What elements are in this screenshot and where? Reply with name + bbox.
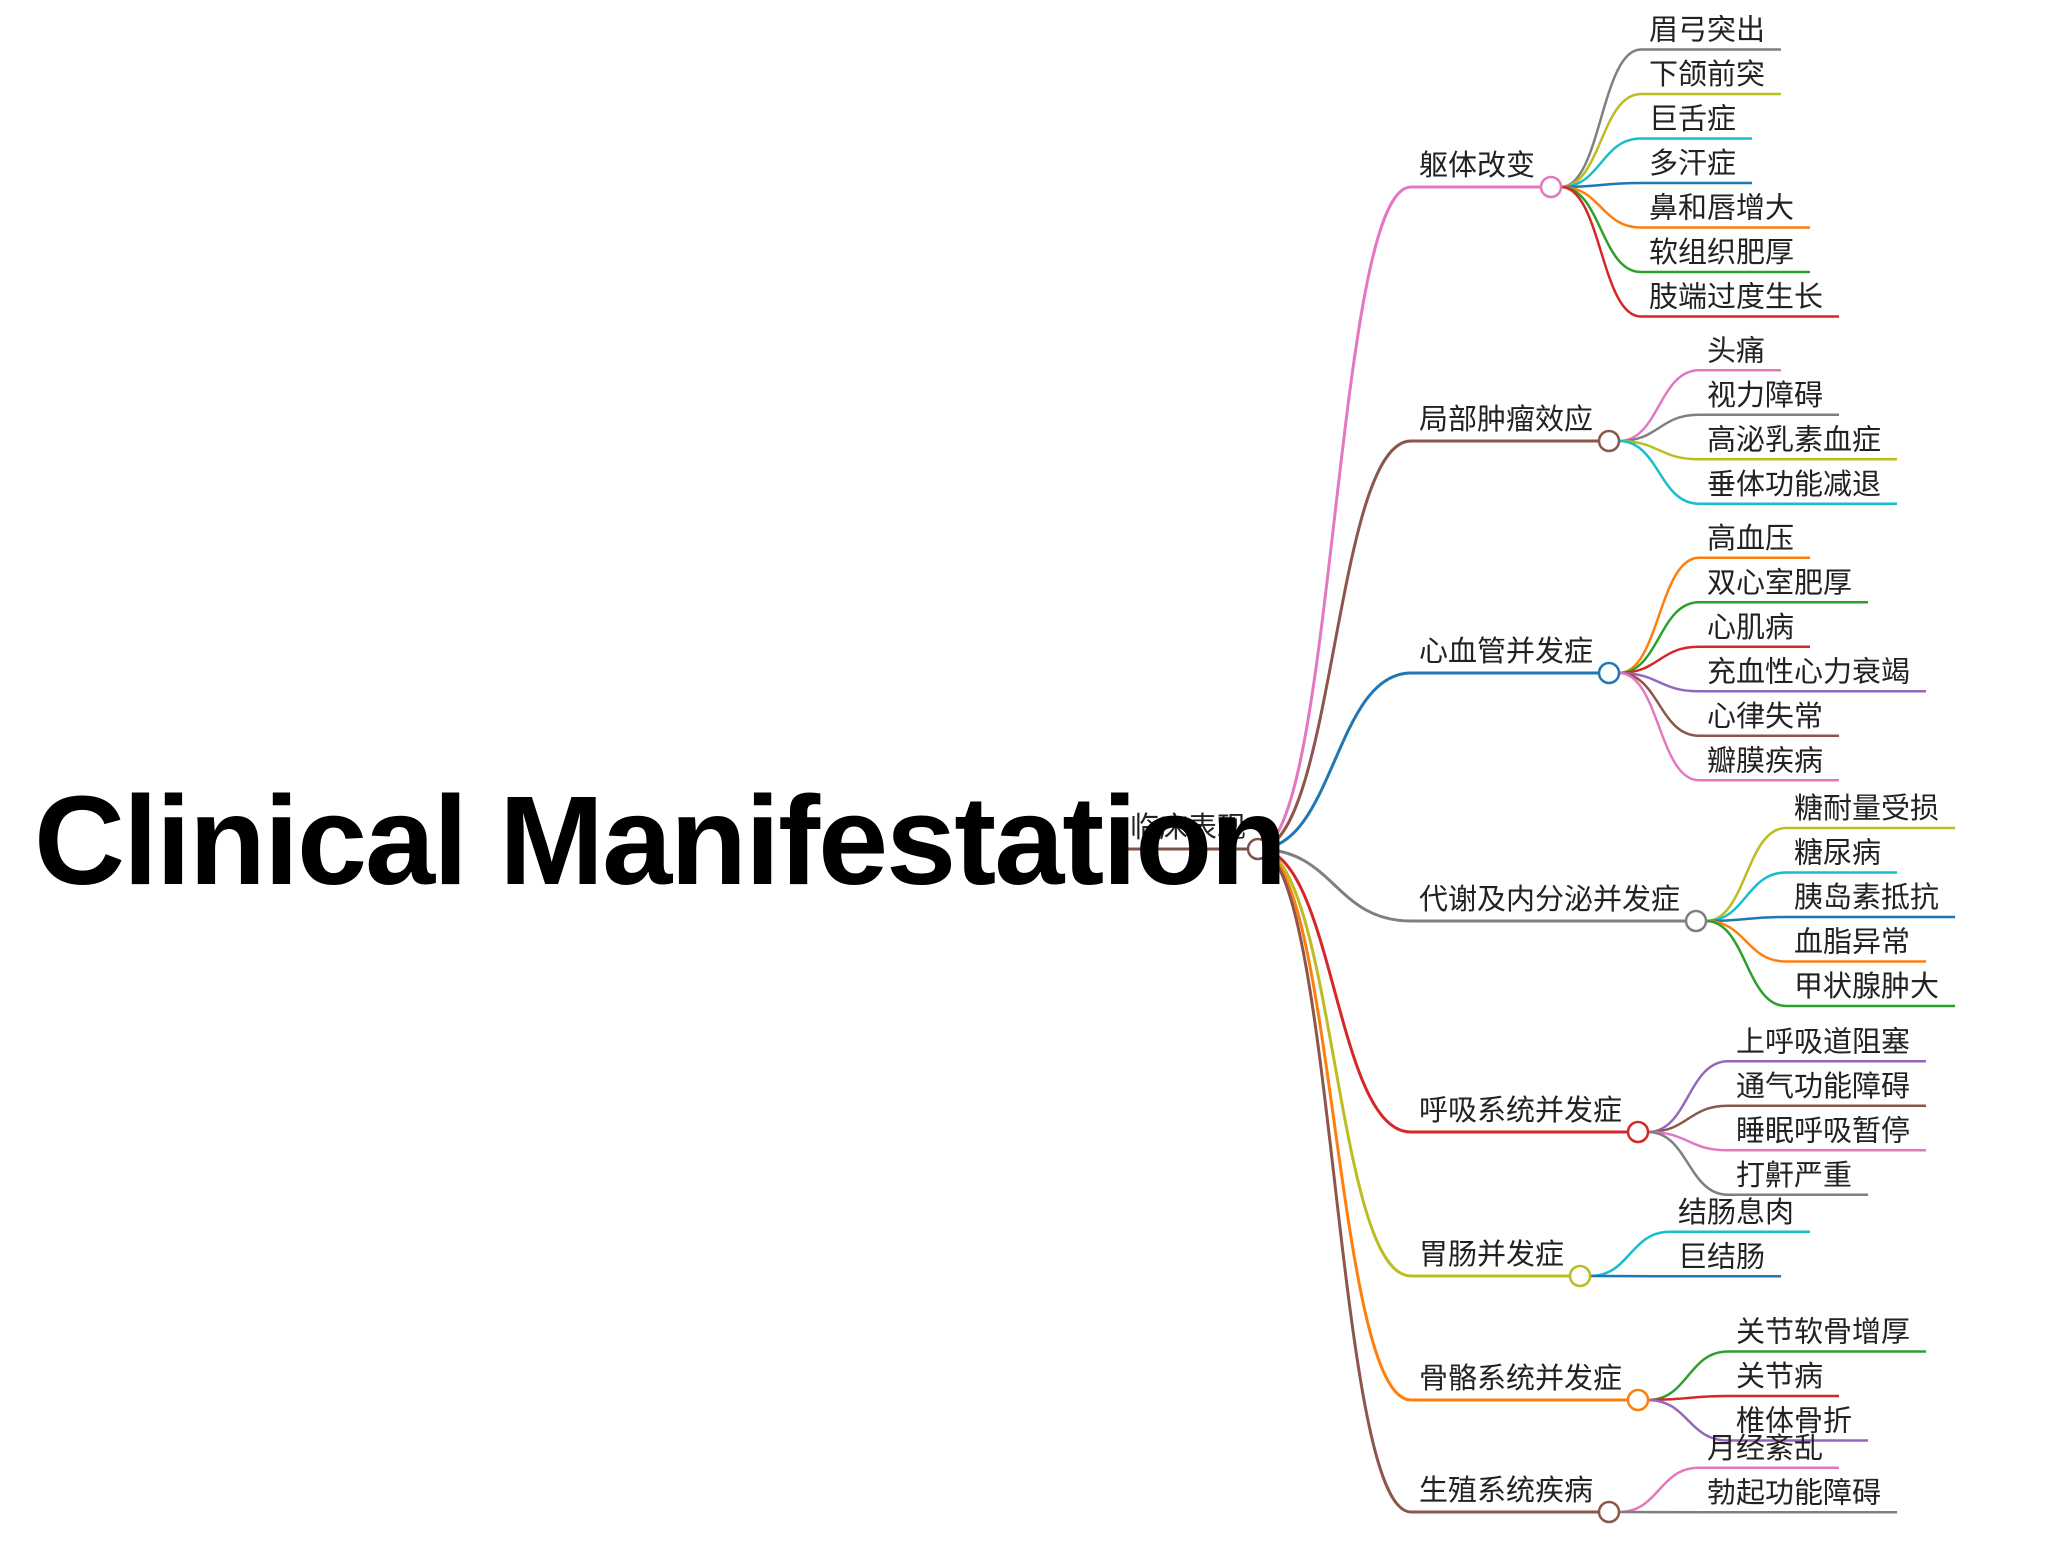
branch-connector xyxy=(1258,849,1411,1400)
branch-node-circle xyxy=(1541,177,1561,197)
branch-node-circle xyxy=(1570,1266,1590,1286)
leaf-node-label: 通气功能障碍 xyxy=(1736,1069,1910,1103)
leaf-node-label: 瓣膜疾病 xyxy=(1707,743,1823,777)
leaf-node-label: 高血压 xyxy=(1707,521,1794,555)
branch-node-label: 心血管并发症 xyxy=(1419,634,1593,668)
leaf-node-label: 鼻和唇增大 xyxy=(1649,191,1794,225)
leaf-node-label: 糖尿病 xyxy=(1794,836,1881,870)
branch-node-label: 呼吸系统并发症 xyxy=(1419,1093,1622,1127)
leaf-node-label: 垂体功能减退 xyxy=(1707,467,1881,501)
leaf-node-label: 结肠息肉 xyxy=(1678,1195,1794,1229)
leaf-node-label: 甲状腺肿大 xyxy=(1794,969,1939,1003)
branch-connector xyxy=(1258,849,1411,1512)
leaf-node-label: 心律失常 xyxy=(1707,699,1823,733)
leaf-connector xyxy=(1619,415,1699,441)
branch-node-label: 胃肠并发症 xyxy=(1419,1237,1564,1271)
leaf-node-label: 充血性心力衰竭 xyxy=(1707,654,1910,688)
leaf-node-label: 视力障碍 xyxy=(1707,378,1823,412)
branch-node-circle xyxy=(1599,1502,1619,1522)
leaf-node-label: 血脂异常 xyxy=(1794,925,1910,959)
branch-node-label: 代谢及内分泌并发症 xyxy=(1419,882,1680,916)
leaf-node-label: 月经紊乱 xyxy=(1707,1431,1823,1465)
leaf-node-label: 糖耐量受损 xyxy=(1794,791,1939,825)
leaf-connector xyxy=(1706,873,1786,922)
leaf-connector xyxy=(1619,558,1699,673)
leaf-connector xyxy=(1619,370,1699,441)
branch-node-label: 局部肿瘤效应 xyxy=(1419,402,1593,436)
leaf-node-label: 胰岛素抵抗 xyxy=(1794,880,1939,914)
branch-node-label: 骨骼系统并发症 xyxy=(1419,1361,1622,1395)
leaf-connector xyxy=(1648,1061,1728,1132)
leaf-node-label: 眉弓突出 xyxy=(1649,13,1765,47)
leaf-connector xyxy=(1648,1352,1728,1401)
leaf-node-label: 勃起功能障碍 xyxy=(1707,1475,1881,1509)
branch-node-label: 躯体改变 xyxy=(1419,148,1535,182)
branch-node-circle xyxy=(1599,431,1619,451)
leaf-connector xyxy=(1648,1106,1728,1132)
leaf-node-label: 头痛 xyxy=(1707,333,1765,367)
leaf-node-label: 巨结肠 xyxy=(1678,1239,1765,1273)
leaf-connector xyxy=(1706,921,1786,1006)
leaf-node-label: 打鼾严重 xyxy=(1736,1158,1852,1192)
branch-connector xyxy=(1258,187,1411,849)
leaf-connector xyxy=(1561,139,1641,188)
leaf-node-label: 心肌病 xyxy=(1707,610,1794,644)
leaf-node-label: 肢端过度生长 xyxy=(1649,280,1823,314)
leaf-node-label: 关节病 xyxy=(1736,1359,1823,1393)
branch-node-circle xyxy=(1686,911,1706,931)
branch-node-label: 生殖系统疾病 xyxy=(1419,1473,1593,1507)
page-title: Clinical Manifestation xyxy=(34,778,1285,904)
leaf-connector xyxy=(1706,921,1786,962)
leaf-node-label: 多汗症 xyxy=(1649,146,1736,180)
leaf-connector xyxy=(1590,1232,1670,1276)
leaf-node-label: 上呼吸道阻塞 xyxy=(1736,1024,1910,1058)
leaf-node-label: 睡眠呼吸暂停 xyxy=(1736,1113,1910,1147)
leaf-connector xyxy=(1619,1468,1699,1512)
leaf-connector xyxy=(1561,187,1641,272)
leaf-node-label: 巨舌症 xyxy=(1649,102,1736,136)
branch-connector xyxy=(1258,849,1411,1276)
leaf-node-label: 软组织肥厚 xyxy=(1649,235,1794,269)
leaf-connector xyxy=(1561,50,1641,188)
branch-node-circle xyxy=(1628,1122,1648,1142)
leaf-node-label: 下颌前突 xyxy=(1649,57,1765,91)
leaf-connector xyxy=(1619,673,1699,780)
branch-node-circle xyxy=(1599,663,1619,683)
branch-node-circle xyxy=(1628,1390,1648,1410)
leaf-node-label: 双心室肥厚 xyxy=(1707,565,1852,599)
leaf-node-label: 高泌乳素血症 xyxy=(1707,422,1881,456)
leaf-node-label: 关节软骨增厚 xyxy=(1736,1315,1910,1349)
